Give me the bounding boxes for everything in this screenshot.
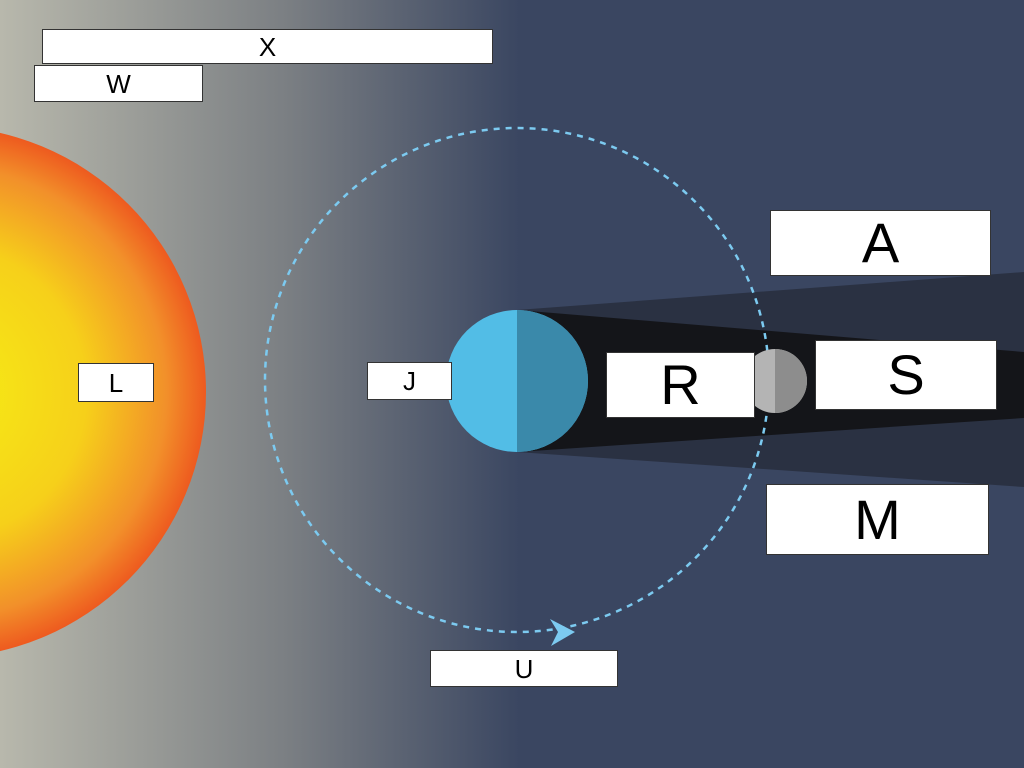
orbit-direction-arrow	[550, 619, 575, 646]
label-r: R	[606, 352, 755, 418]
earth-night-side	[517, 310, 588, 452]
label-w: W	[34, 65, 203, 102]
label-j: J	[367, 362, 452, 400]
label-a: A	[770, 210, 991, 276]
label-x: X	[42, 29, 493, 64]
label-m: M	[766, 484, 989, 555]
label-s: S	[815, 340, 997, 410]
label-u: U	[430, 650, 618, 687]
moon-shadowed-side	[775, 349, 807, 413]
label-l: L	[78, 363, 154, 402]
